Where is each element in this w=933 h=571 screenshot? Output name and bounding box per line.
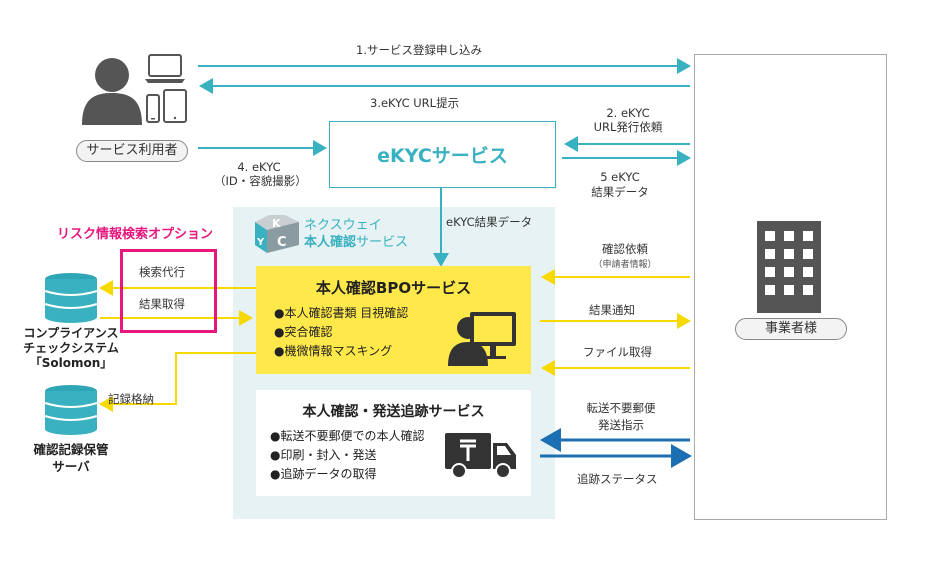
logo-letter-c: C	[277, 235, 287, 250]
building-icon	[757, 221, 821, 313]
logo-letter-y: Y	[256, 237, 265, 248]
confirm-request-subtext: （申請者情報）	[593, 260, 657, 270]
storage-database-icon	[44, 385, 98, 435]
bpo-title: 本人確認BPOサービス	[315, 279, 472, 297]
forward-instruction-line1: 転送不要郵便	[586, 401, 656, 415]
mail-item-list: ●転送不要郵便での本人確認 ●印刷・封入・発送 ●追跡データの取得	[270, 427, 424, 484]
solomon-line1: コンプライアンス	[23, 326, 119, 340]
nexway-service-title: ネクスウェイ 本人確認サービス	[304, 217, 408, 251]
bpo-item: ●本人確認書類 目視確認	[274, 306, 409, 320]
flow-label-signup: 1.サービス登録申し込み	[356, 43, 482, 57]
bpo-item: ●突合確認	[274, 325, 333, 339]
solomon-database-icon	[44, 273, 98, 323]
flow-label-url-request-line2: URL発行依頼	[593, 120, 663, 134]
flow-label-ekyc-result-line1: 5 eKYC	[600, 170, 640, 184]
flow-label-tracking-status: 追跡ステータス	[577, 472, 658, 486]
mail-tracking-title: 本人確認・発送追跡サービス	[302, 404, 485, 420]
forward-instruction-line2: 発送指示	[598, 418, 644, 432]
flow-label-result-notice: 結果通知	[589, 303, 635, 317]
bpo-item-list: ●本人確認書類 目視確認 ●突合確認 ●機微情報マスキング	[274, 304, 408, 361]
person-icon	[82, 58, 142, 125]
service-user-label: サービス利用者	[76, 140, 188, 162]
mail-item: ●印刷・封入・発送	[270, 448, 377, 462]
nexway-name: ネクスウェイ	[304, 218, 382, 233]
flow-label-result-get: 結果取得	[139, 297, 185, 311]
risk-option-box	[120, 249, 217, 333]
flow-label-url-request: 2. eKYC URL発行依頼	[580, 106, 676, 134]
solomon-line2: チェックシステム	[23, 341, 119, 355]
flow-label-ekyc-photo-line1: 4. eKYC	[237, 160, 281, 174]
flow-label-ekyc-result: 5 eKYC 結果データ	[578, 170, 662, 200]
ekyc-result-data-label: eKYC結果データ	[446, 215, 533, 229]
solomon-line3: 「Solomon」	[29, 356, 113, 370]
ekyc-service-label: eKYCサービス	[377, 145, 508, 167]
flow-label-ekyc-photo: 4. eKYC （ID・容貌撮影）	[214, 160, 307, 188]
flow-label-url-request-line1: 2. eKYC	[606, 106, 650, 120]
flow-label-ekyc-result-line2: 結果データ	[591, 185, 649, 199]
confirm-request-text: 確認依頼	[602, 242, 648, 256]
storage-line1: 確認記録保管	[33, 442, 109, 457]
tablet-icon	[163, 89, 187, 123]
bpo-item: ●機微情報マスキング	[274, 344, 393, 358]
flow-label-forward-instruction: 転送不要郵便 発送指示	[573, 400, 669, 434]
flow-label-search-proxy: 検索代行	[139, 265, 185, 279]
solomon-label: コンプライアンス チェックシステム 「Solomon」	[14, 326, 128, 371]
nexway-subtitle: 本人確認サービス	[304, 234, 408, 251]
flow-label-file-get: ファイル取得	[583, 345, 652, 359]
ekyc-service-box	[329, 121, 556, 188]
flow-label-url-present: 3.eKYC URL提示	[370, 96, 460, 110]
flow-label-confirm-request: 確認依頼 （申請者情報）	[580, 241, 670, 270]
operator-monitor-icon	[448, 312, 516, 366]
business-label: 事業者様	[735, 318, 847, 340]
risk-option-title: リスク情報検索オプション	[57, 227, 214, 242]
smartphone-icon	[146, 94, 160, 123]
storage-label: 確認記録保管 サーバ	[20, 441, 122, 475]
storage-line2: サーバ	[52, 459, 90, 474]
flow-label-record-store: 記録格納	[108, 392, 154, 406]
arrow-record-store	[99, 352, 256, 412]
nexway-subtitle-bold: 本人確認	[304, 235, 357, 250]
delivery-truck-icon	[445, 433, 516, 479]
mail-item: ●追跡データの取得	[270, 467, 377, 481]
nexway-kyc-logo: K Y C	[255, 215, 299, 253]
logo-letter-k: K	[272, 217, 281, 230]
nexway-subtitle-rest: サービス	[356, 235, 409, 250]
flow-label-ekyc-photo-line2: （ID・容貌撮影）	[214, 174, 307, 188]
laptop-icon	[145, 54, 185, 83]
mail-item: ●転送不要郵便での本人確認	[270, 429, 425, 443]
